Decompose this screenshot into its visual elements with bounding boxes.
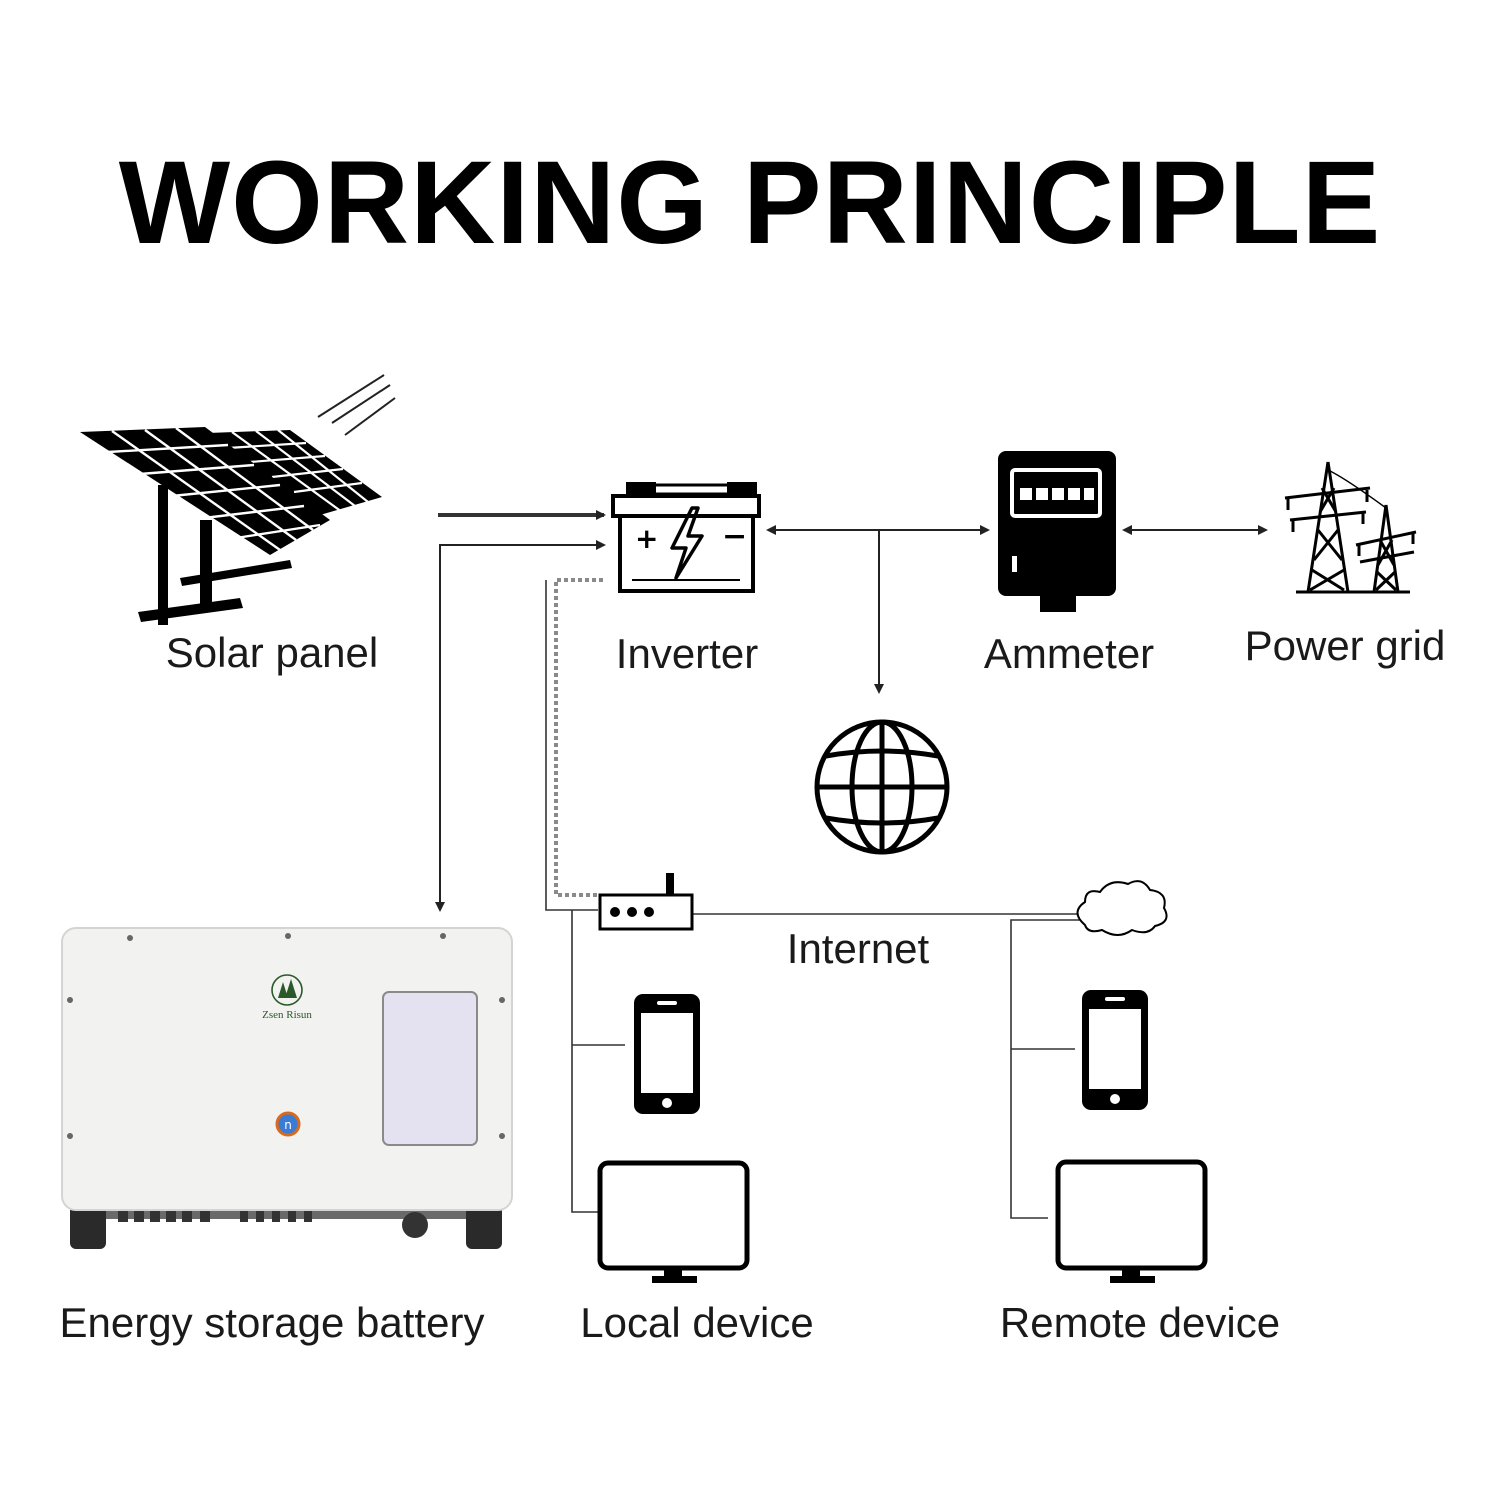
globe-icon	[814, 719, 950, 855]
cloud-icon	[1076, 880, 1168, 936]
energy-storage-unit: Zsen Risun n	[61, 927, 513, 1249]
monitor-icon	[1055, 1159, 1208, 1283]
ammeter-icon	[998, 451, 1116, 612]
monitor-icon	[597, 1160, 750, 1283]
power-tower-icon	[1284, 461, 1417, 594]
power-grid-label: Power grid	[1245, 622, 1446, 669]
router-icon	[598, 873, 694, 931]
energy-storage-label: Energy storage battery	[60, 1299, 485, 1346]
brand-name: Zsen Risun	[262, 1009, 312, 1021]
connection-lines	[435, 510, 1268, 1219]
inverter-battery-icon: + −	[611, 482, 761, 593]
smartphone-icon	[1082, 990, 1148, 1110]
page-title: WORKING PRINCIPLE	[119, 137, 1382, 269]
svg-text:−: −	[722, 519, 747, 554]
svg-text:+: +	[635, 522, 658, 555]
remote-device-label: Remote device	[1000, 1299, 1280, 1346]
svg-text:n: n	[284, 1118, 292, 1132]
inverter-label: Inverter	[616, 630, 758, 677]
internet-label: Internet	[787, 925, 930, 972]
solar-panel-label: Solar panel	[166, 629, 378, 676]
local-device-label: Local device	[580, 1299, 813, 1346]
ammeter-label: Ammeter	[984, 630, 1154, 677]
solar-panel-icon	[80, 374, 396, 625]
smartphone-icon	[634, 994, 700, 1114]
